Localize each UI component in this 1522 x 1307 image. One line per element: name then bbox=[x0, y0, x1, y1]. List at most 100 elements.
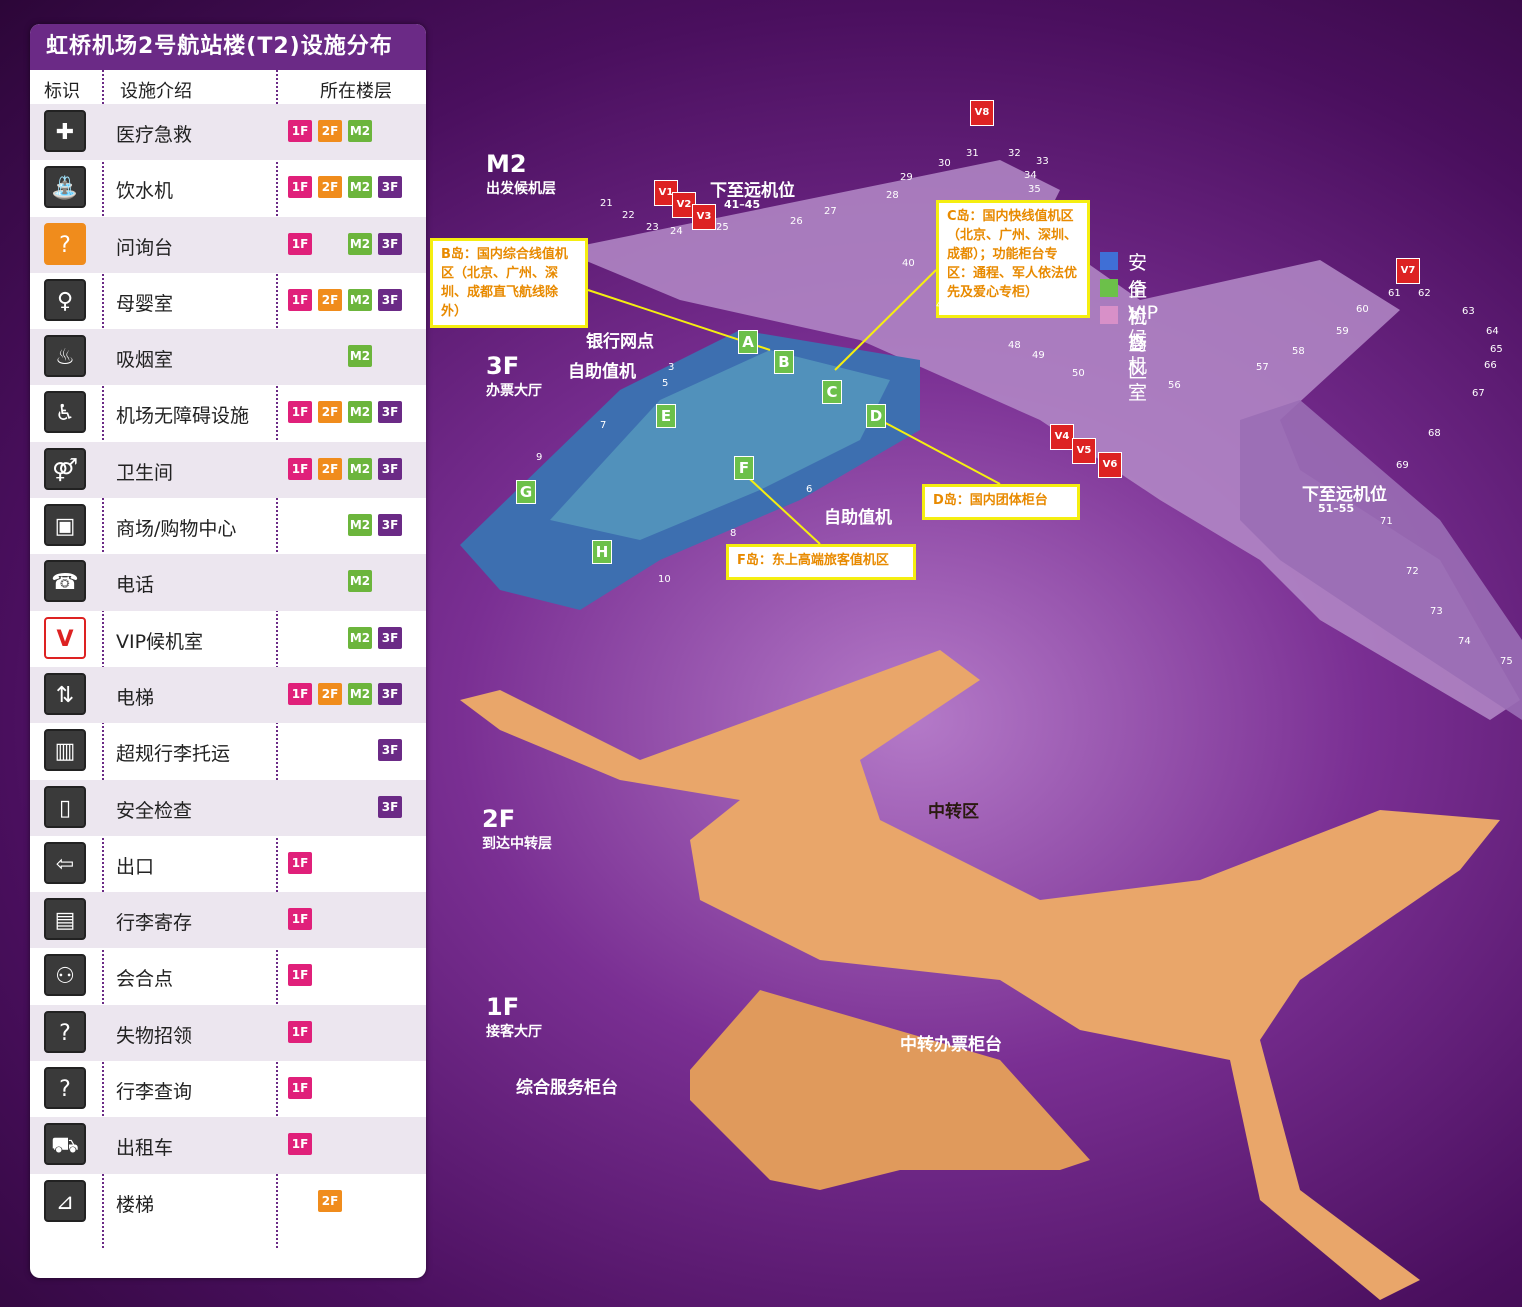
island-b: B bbox=[774, 350, 794, 374]
floor-badge-3f: 3F bbox=[378, 401, 402, 424]
facility-name: 问询台 bbox=[116, 236, 174, 259]
smoking-room-icon: ♨ bbox=[44, 335, 86, 378]
floor-label-1f: 1F 接客大厅 bbox=[486, 993, 542, 1041]
floor-badge-1f: 1F bbox=[288, 1133, 312, 1156]
island-d: D bbox=[866, 404, 886, 428]
gate-number: 40 bbox=[902, 258, 915, 269]
gate-number: 30 bbox=[938, 158, 951, 169]
gate-number: 62 bbox=[1418, 288, 1431, 299]
legend-swatch bbox=[1100, 306, 1118, 324]
label-bank: 银行网点 bbox=[586, 332, 654, 352]
gate-number: 65 bbox=[1490, 344, 1503, 355]
gate-number: 25 bbox=[716, 222, 729, 233]
facility-name: 母婴室 bbox=[116, 292, 174, 315]
floor-badge-3f: 3F bbox=[378, 682, 402, 705]
taxi-icon: ⛟ bbox=[44, 1123, 86, 1166]
gate-number: 8 bbox=[730, 528, 737, 539]
floor-badge-1f: 1F bbox=[288, 1077, 312, 1100]
gate-number: 64 bbox=[1486, 326, 1499, 337]
gate-number: 47 bbox=[936, 300, 949, 311]
annotation-island-b: B岛：国内综合线值机区（北京、广州、深圳、成都直飞航线除外） bbox=[430, 238, 588, 328]
floor-badge-1f: 1F bbox=[288, 1020, 312, 1043]
floor-badge-3f: 3F bbox=[378, 288, 402, 311]
wheelchair-icon: ♿ bbox=[44, 391, 86, 434]
facility-name: 饮水机 bbox=[116, 180, 174, 203]
vip-lounge-marker: V3 bbox=[692, 204, 716, 230]
floor-badge-1f: 1F bbox=[288, 288, 312, 311]
floor-name: 到达中转层 bbox=[482, 836, 552, 852]
floor-badge-3f: 3F bbox=[378, 514, 402, 537]
facility-name: 行李查询 bbox=[116, 1081, 193, 1104]
floor-label-3f: 3F 办票大厅 bbox=[486, 352, 542, 400]
floor-badge-m2: M2 bbox=[348, 626, 372, 649]
vip-lounge-marker: V5 bbox=[1072, 438, 1096, 464]
label-transfer-zone: 中转区 bbox=[928, 802, 979, 822]
facility-name: 会合点 bbox=[116, 968, 174, 991]
gate-number: 24 bbox=[670, 226, 683, 237]
stairs-icon: ⊿ bbox=[44, 1179, 86, 1222]
floor-name: 接客大厅 bbox=[486, 1024, 542, 1040]
legend-swatch bbox=[1100, 252, 1118, 270]
gate-number: 60 bbox=[1356, 304, 1369, 315]
first-aid-icon: ✚ bbox=[44, 110, 86, 152]
gate-number: 3 bbox=[668, 362, 675, 373]
floor-code: 3F bbox=[486, 352, 520, 380]
gate-number: 58 bbox=[1292, 346, 1305, 357]
divider bbox=[102, 70, 104, 1248]
lost-found-icon: ? bbox=[44, 1010, 86, 1053]
gate-number: 50 bbox=[1072, 368, 1085, 379]
facility-name: 安全检查 bbox=[116, 799, 193, 822]
label-self-checkin-a: 自助值机 bbox=[568, 362, 636, 382]
col-desc: 设施介绍 bbox=[120, 81, 192, 102]
gate-number: 27 bbox=[824, 206, 837, 217]
oversize-baggage-icon: ▥ bbox=[44, 729, 86, 772]
floor-badge-2f: 2F bbox=[318, 401, 342, 424]
island-a: A bbox=[738, 330, 758, 354]
gate-number: 5 bbox=[662, 378, 669, 389]
label-remote-gate-b: 下至远机位 bbox=[1302, 485, 1387, 505]
f3-checkin-hall-top bbox=[550, 350, 890, 540]
island-g: G bbox=[516, 480, 536, 504]
vip-lounge-marker: V7 bbox=[1396, 258, 1420, 284]
label-remote-gate-a-range: 41–45 bbox=[724, 198, 761, 211]
floor-badge-2f: 2F bbox=[318, 120, 342, 142]
facility-name: 卫生间 bbox=[116, 461, 174, 484]
legend-header: 标识 设施介绍 所在楼层 bbox=[30, 70, 426, 104]
floor-badge-2f: 2F bbox=[318, 176, 342, 199]
floor-badge-1f: 1F bbox=[288, 851, 312, 874]
floor-code: M2 bbox=[486, 150, 527, 178]
floor-badge-1f: 1F bbox=[288, 176, 312, 199]
gate-number: 26 bbox=[790, 216, 803, 227]
security-check-icon: ▯ bbox=[44, 785, 86, 828]
label-self-checkin-b: 自助值机 bbox=[824, 508, 892, 528]
floor-badge-3f: 3F bbox=[378, 176, 402, 199]
gate-number: 61 bbox=[1388, 288, 1401, 299]
terminal-map-svg bbox=[460, 160, 1522, 1300]
vip-lounge-marker: V4 bbox=[1050, 424, 1074, 450]
facility-name: 医疗急救 bbox=[116, 124, 193, 146]
gate-number: 68 bbox=[1428, 428, 1441, 439]
floor-badge-3f: 3F bbox=[378, 457, 402, 480]
gate-number: 21 bbox=[600, 198, 613, 209]
m2-concourse bbox=[560, 160, 1520, 720]
floor-badge-m2: M2 bbox=[348, 176, 372, 199]
legend-label: 安全检查区 bbox=[1128, 252, 1148, 382]
floor-badge-m2: M2 bbox=[348, 401, 372, 424]
floor-badge-2f: 2F bbox=[318, 457, 342, 480]
label-remote-gate-a: 下至远机位 bbox=[710, 181, 795, 201]
floor-badge-1f: 1F bbox=[288, 682, 312, 705]
floor-code: 2F bbox=[482, 805, 516, 833]
floor-code: 1F bbox=[486, 993, 520, 1021]
